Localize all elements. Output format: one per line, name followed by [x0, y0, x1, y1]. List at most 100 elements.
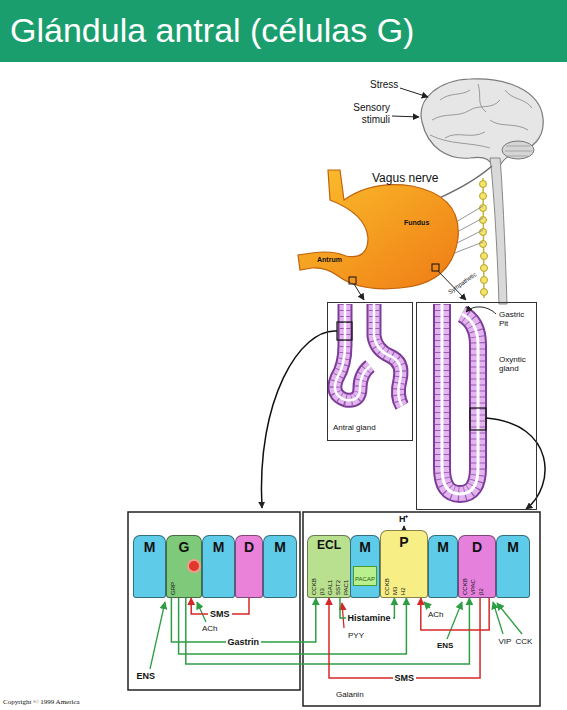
- peptide-label: Galanin: [336, 690, 364, 699]
- cell-label: D: [472, 539, 482, 555]
- receptor-label: CCKB: [384, 578, 391, 595]
- d-cell: D: [235, 535, 263, 598]
- cell-label: M: [144, 539, 156, 555]
- brain-gyri: [430, 84, 532, 148]
- mucous-cell: M: [133, 535, 166, 598]
- receptor-slot: CCKB: [310, 571, 318, 595]
- signal-arrow: [342, 603, 344, 628]
- mucous-cell: M: [496, 535, 530, 598]
- panel-label: Antral gland: [333, 423, 405, 432]
- region-label: Fundus: [404, 219, 429, 227]
- receptor-label: M3: [392, 587, 399, 595]
- receptor-slot: GAL1: [326, 571, 334, 595]
- cell-label: G: [179, 539, 190, 555]
- connector-label: SMS: [208, 608, 232, 620]
- region-label: Antrum: [317, 256, 342, 264]
- signal-arrow: [424, 602, 430, 608]
- title-text: Glándula antral (células G): [0, 0, 414, 60]
- ganglion: [481, 289, 488, 296]
- receptor-slot: VPAC: [469, 571, 477, 595]
- connector-label: Gastrin: [226, 636, 262, 648]
- cell-label: M: [213, 539, 225, 555]
- panel-label: Oxyntic gland: [499, 355, 536, 373]
- ganglion: [480, 181, 487, 188]
- panel-label: Gastric Pit: [499, 310, 535, 328]
- connector-label: Histamine: [346, 612, 393, 624]
- receptor-slot: SST2: [334, 571, 342, 595]
- mucous-cell: M PACAP: [350, 535, 380, 598]
- secretory-granules: [186, 558, 202, 574]
- copyright-note: Copyright © 1999 America: [3, 698, 80, 706]
- receptor-row: CCKBβ3GAL1SST2PAC1: [310, 571, 350, 595]
- input-label: Stress: [370, 79, 398, 91]
- antral-gland-drawing: [335, 304, 402, 406]
- brain: [421, 79, 543, 166]
- receptor-row: GRP: [169, 571, 177, 595]
- signal-arrow: [150, 602, 165, 669]
- granule-dot: [188, 560, 200, 572]
- ganglion: [480, 205, 487, 212]
- stomach: [298, 170, 466, 300]
- ganglion: [480, 241, 487, 248]
- receptor-label: CCKB: [462, 578, 469, 595]
- nerve-label: Sympathetic: [447, 271, 478, 296]
- receptor-label: CCKB: [311, 578, 318, 595]
- ecl-cell: ECL CCKBβ3GAL1SST2PAC1: [307, 535, 351, 598]
- hormone-label: CCK: [516, 637, 533, 646]
- pacap-box: PACAP: [353, 566, 377, 586]
- stimulatory-connector: [179, 598, 407, 654]
- signal-arrow: [447, 602, 462, 639]
- cell-label: P: [399, 534, 408, 550]
- ganglion: [480, 217, 487, 224]
- spinal-cord: [490, 158, 507, 304]
- oxyntic-gland-panel: Gastric PitOxyntic gland: [416, 302, 537, 510]
- receptor-slot: H2: [399, 571, 407, 595]
- pacap-label: PACAP: [355, 576, 375, 582]
- cerebellum: [502, 141, 534, 159]
- cell-label: M: [359, 539, 371, 555]
- receptor-slot: GRP: [169, 571, 177, 595]
- nerve-label: Vagus nerve: [372, 172, 439, 186]
- mucous-cell: M: [428, 535, 458, 598]
- connector-label: SMS: [393, 672, 417, 684]
- receptor-slot: PAC1: [342, 571, 350, 595]
- peptide-label: VIP: [499, 637, 512, 646]
- oxyntic-gland-drawing: [442, 304, 496, 494]
- receptor-label: VPAC: [470, 579, 477, 595]
- signal-arrow: [493, 602, 503, 634]
- receptor-slot: CCKB: [461, 571, 469, 595]
- mucous-cell: M: [202, 535, 235, 598]
- ganglion: [480, 193, 487, 200]
- fundus-sample-box: [432, 264, 439, 271]
- receptor-label: GAL1: [327, 580, 334, 595]
- cell-label: M: [437, 539, 449, 555]
- nervous-system-label: ENS: [437, 641, 453, 650]
- signal-arrow: [497, 603, 522, 634]
- title-banner: Glándula antral (células G): [0, 0, 567, 62]
- g-cell: G GRP: [166, 535, 202, 598]
- receptor-label: SST2: [335, 580, 342, 595]
- input-label: Sensory stimuli: [340, 102, 390, 125]
- cell-label: ECL: [317, 539, 341, 553]
- zoom-arrow: [261, 331, 337, 508]
- ganglion: [481, 265, 488, 272]
- zoom-box: [337, 322, 352, 340]
- receptor-label: H2: [400, 587, 407, 595]
- parietal-cell: P CCKBM3H2: [380, 530, 428, 598]
- secretion-label: H⁺: [399, 514, 409, 524]
- cerebellum-folds: [505, 146, 532, 156]
- signal-arrow: [197, 602, 206, 622]
- panel-frames: [128, 512, 540, 706]
- cell-label: M: [274, 539, 286, 555]
- mucous-cell: M: [263, 535, 297, 598]
- brain-outline: [421, 79, 543, 166]
- zoom-box: [470, 408, 486, 430]
- input-arrow: [392, 116, 419, 117]
- cell-label: M: [507, 539, 519, 555]
- transmitter-label: ACh: [202, 624, 218, 633]
- stomach-outline: [298, 170, 458, 289]
- receptor-label: β2: [478, 588, 485, 595]
